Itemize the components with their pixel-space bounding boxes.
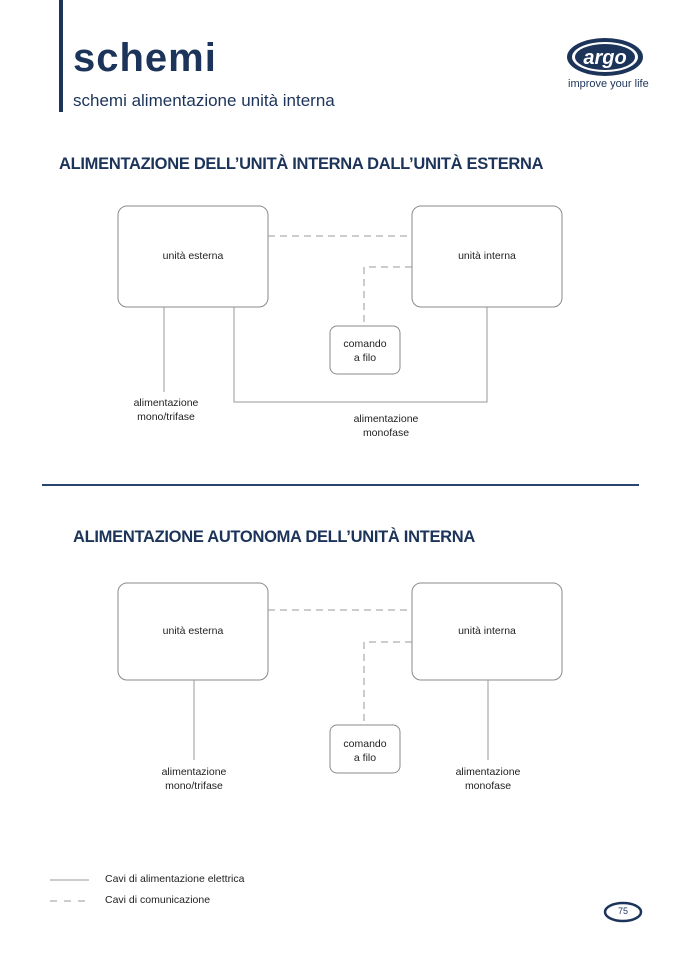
outdoor-unit-box: [117, 205, 269, 308]
indoor-unit-label: unità interna: [458, 625, 516, 637]
page-number: 75: [617, 906, 628, 916]
page-subtitle: schemi alimentazione unità interna: [73, 91, 335, 110]
svg-text:argo: argo: [583, 47, 626, 69]
comm-line-remote: [363, 641, 412, 725]
argo-logo: argo: [567, 38, 643, 76]
legend-power-cables: Cavi di alimentazione elettrica: [105, 873, 245, 885]
brand-tagline: improve your life: [568, 78, 649, 90]
header-accent-bar: [59, 0, 63, 112]
section1-heading: ALIMENTAZIONE DELL’UNITÀ INTERNA DALL’UN…: [59, 155, 544, 173]
comm-line-remote: [363, 266, 412, 326]
outdoor-unit-box: [117, 582, 269, 681]
power-line-indoor-from-outdoor: [233, 307, 488, 403]
remote-box: [329, 325, 401, 375]
page-number-badge: [603, 901, 643, 923]
remote-box: [329, 724, 401, 774]
section-divider: [42, 484, 639, 486]
legend-communication-cables: Cavi di comunicazione: [105, 894, 211, 906]
indoor-unit-label: unità interna: [458, 250, 516, 262]
section2-heading: ALIMENTAZIONE AUTONOMA DELL’UNITÀ INTERN…: [73, 528, 476, 546]
outdoor-unit-label: unità esterna: [162, 625, 224, 637]
outdoor-unit-label: unità esterna: [162, 250, 224, 262]
indoor-unit-box: [411, 582, 563, 681]
page-title: schemi: [73, 36, 217, 80]
